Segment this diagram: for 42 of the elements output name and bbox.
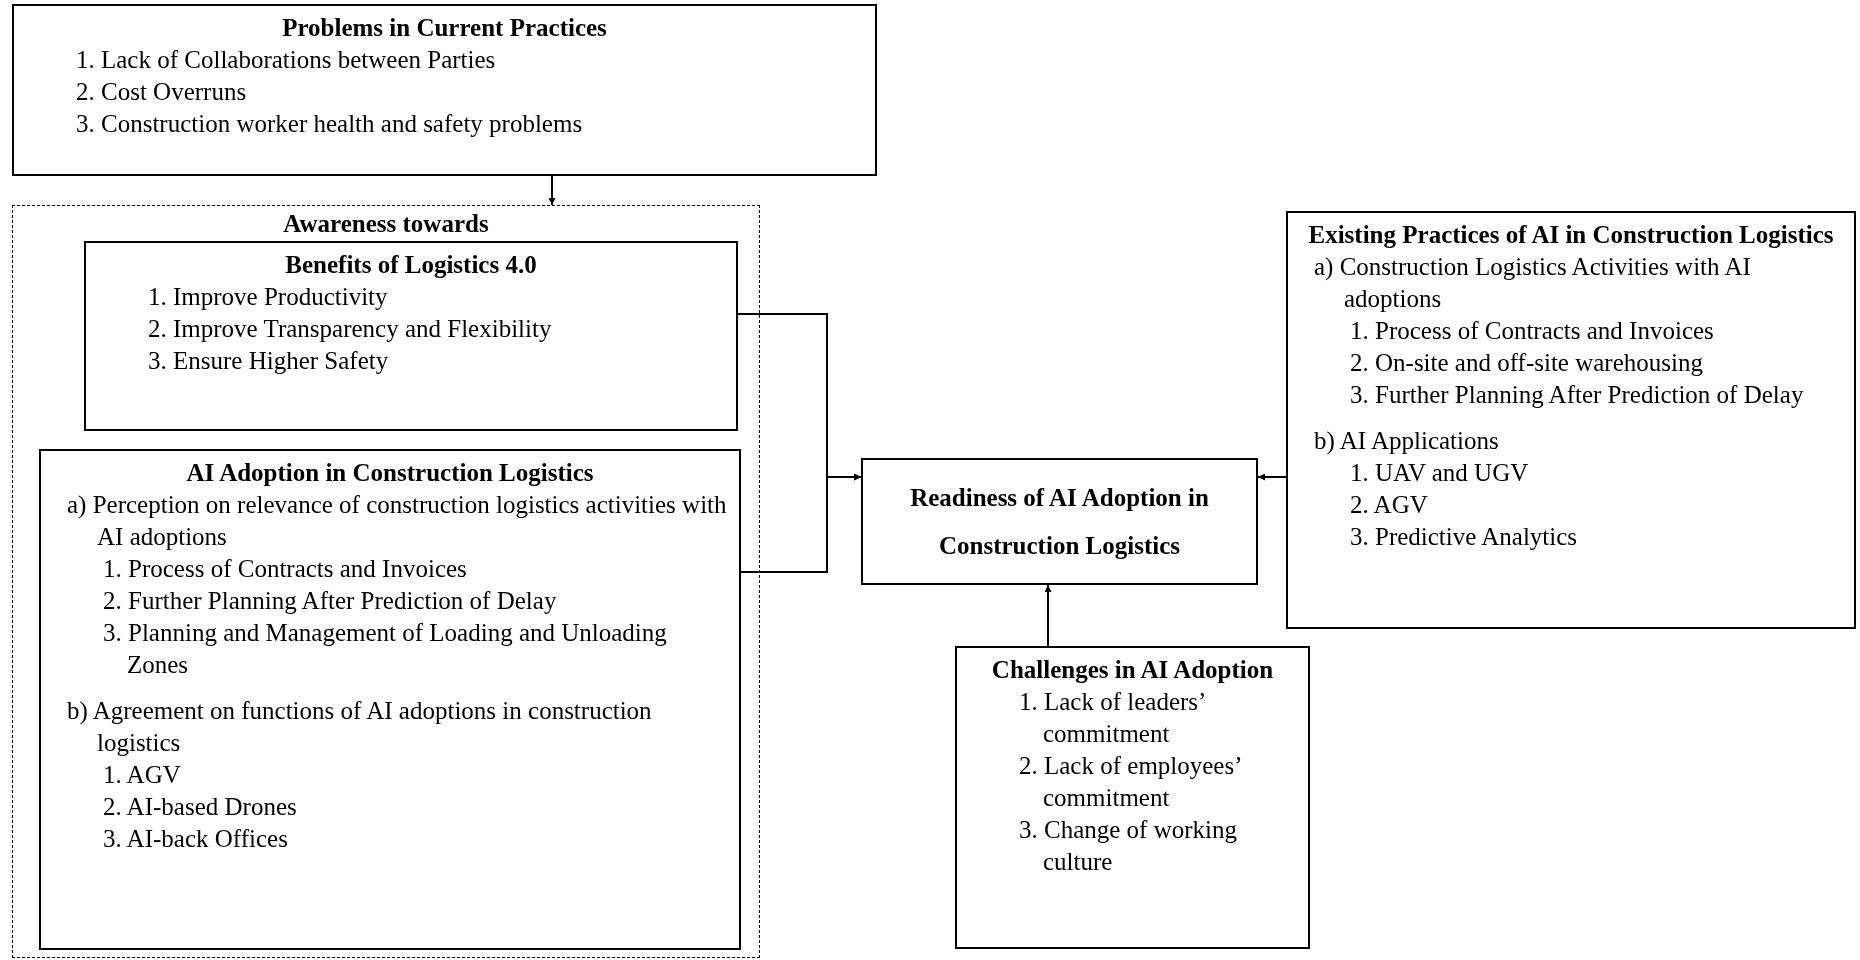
box-title: Readiness of AI Adoption in Construction Logistics bbox=[909, 482, 1210, 561]
list-item: a) Construction Logistics Activities with AI adoptions bbox=[1313, 252, 1752, 314]
list-item: 3. Change of working culture bbox=[1018, 815, 1239, 877]
list-item: a) Perception on relevance of construction logistics activities with AI adoptions bbox=[66, 490, 728, 552]
connector-arrow bbox=[548, 175, 556, 206]
list-item: 2. AI-based Drones bbox=[102, 792, 298, 822]
practice-box bbox=[1286, 211, 1856, 629]
box-heading: Existing Practices of AI in Construction Logistics bbox=[1307, 220, 1835, 250]
list-item: 3. Ensure Higher Safety bbox=[147, 346, 390, 376]
challenge-box bbox=[955, 646, 1310, 949]
list-item: 1. AGV bbox=[102, 760, 182, 790]
list-item: 2. On-site and off-site warehousing bbox=[1349, 348, 1704, 378]
list-item: 1. UAV and UGV bbox=[1349, 458, 1530, 488]
list-item: 2. Cost Overruns bbox=[75, 77, 248, 107]
group-heading: Awareness towards bbox=[282, 209, 490, 239]
list-item: 1. Process of Contracts and Invoices bbox=[1349, 316, 1715, 346]
list-item: 2. Improve Transparency and Flexibility bbox=[147, 314, 553, 344]
list-item: 2. Further Planning After Prediction of Delay bbox=[102, 586, 558, 616]
list-item: 3. Planning and Management of Loading and Unloading Zones bbox=[102, 618, 668, 680]
list-item: 2. AGV bbox=[1349, 490, 1429, 520]
box-heading: Problems in Current Practices bbox=[281, 13, 608, 43]
benefit-box bbox=[84, 241, 738, 431]
list-item: 1. Lack of leaders’ commitment bbox=[1018, 687, 1206, 749]
list-item: 3. AI-back Offices bbox=[102, 824, 289, 854]
box-heading: Challenges in AI Adoption bbox=[990, 655, 1275, 685]
dashed-group-box bbox=[12, 205, 760, 958]
list-item: 3. Further Planning After Prediction of Delay bbox=[1349, 380, 1805, 410]
connector-arrow bbox=[1257, 473, 1287, 481]
list-item: 1. Lack of Collaborations between Parties bbox=[75, 45, 497, 75]
list-item: 1. Improve Productivity bbox=[147, 282, 389, 312]
list-item: 3. Predictive Analytics bbox=[1349, 522, 1579, 552]
list-item: 3. Construction worker health and safety problems bbox=[75, 109, 584, 139]
list-item: 2. Lack of employees’ commitment bbox=[1018, 751, 1242, 813]
problem-box bbox=[12, 4, 877, 176]
adoption-box bbox=[39, 449, 741, 950]
list-item: b) AI Applications bbox=[1313, 426, 1500, 457]
box-heading: Benefits of Logistics 4.0 bbox=[284, 250, 538, 280]
readiness-box bbox=[861, 458, 1258, 585]
box-heading: AI Adoption in Construction Logistics bbox=[185, 458, 595, 488]
list-item: 1. Process of Contracts and Invoices bbox=[102, 554, 468, 584]
connector-arrow bbox=[1044, 584, 1052, 647]
list-item: b) Agreement on functions of AI adoptions in construction logistics bbox=[66, 696, 653, 758]
